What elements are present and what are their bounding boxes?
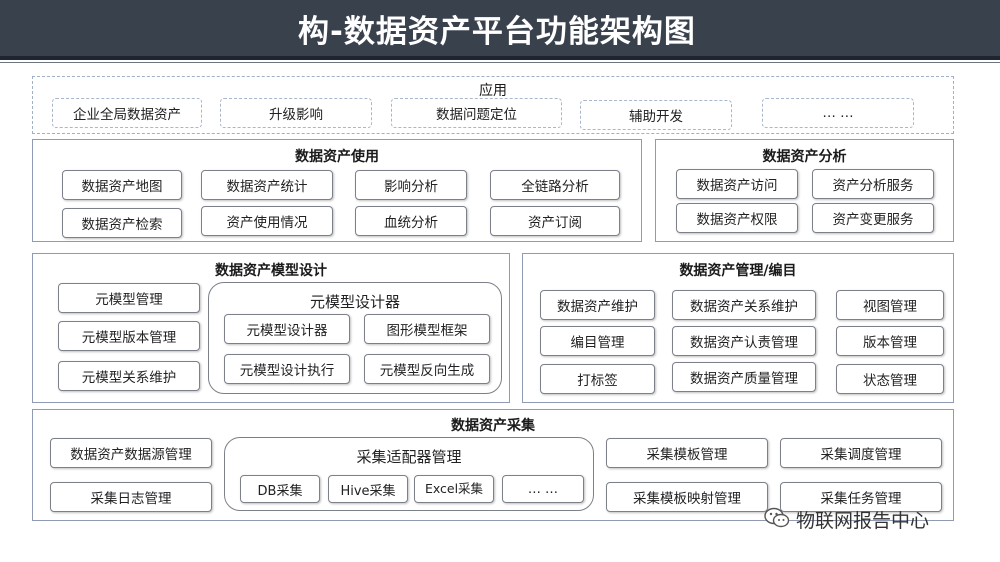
- asset-analysis-item: 资产变更服务: [812, 203, 934, 233]
- asset-usage-title: 数据资产使用: [295, 149, 379, 165]
- adapter-item: Hive采集: [328, 475, 408, 503]
- collection-adapter-title: 采集适配器管理: [356, 448, 462, 466]
- management-item: 数据资产维护: [540, 290, 655, 320]
- model-designer-item: 元模型设计器: [224, 314, 350, 344]
- management-item: 打标签: [540, 364, 655, 394]
- application-item: 数据问题定位: [391, 98, 562, 128]
- application-item: … …: [762, 98, 914, 128]
- asset-usage-item: 影响分析: [355, 170, 467, 200]
- collection-item: 采集模板管理: [606, 438, 768, 468]
- collection-item: 采集调度管理: [780, 438, 942, 468]
- collection-item: 采集模板映射管理: [606, 482, 768, 512]
- asset-usage-item: 数据资产地图: [62, 170, 182, 200]
- adapter-item: DB采集: [240, 475, 320, 503]
- model-designer-item: 元模型设计执行: [224, 354, 350, 384]
- model-design-item: 元模型关系维护: [58, 361, 200, 391]
- asset-usage-item: 资产订阅: [490, 206, 620, 236]
- application-item: 升级影响: [220, 98, 372, 128]
- asset-analysis-item: 数据资产访问: [676, 169, 798, 199]
- model-design-title: 数据资产模型设计: [215, 263, 327, 279]
- asset-management-title: 数据资产管理/编目: [679, 263, 797, 279]
- wechat-icon: [764, 507, 790, 533]
- model-design-item: 元模型版本管理: [58, 321, 200, 351]
- title-banner: [0, 0, 1000, 56]
- asset-usage-item: 资产使用情况: [201, 206, 333, 236]
- management-item: 数据资产认责管理: [672, 326, 816, 356]
- page-title: 构-数据资产平台功能架构图: [298, 14, 696, 50]
- model-design-item: 元模型管理: [58, 283, 200, 313]
- asset-usage-item: 数据资产检索: [62, 208, 182, 238]
- management-item: 编目管理: [540, 326, 655, 356]
- application-item: 辅助开发: [580, 100, 732, 130]
- asset-usage-item: 数据资产统计: [201, 170, 333, 200]
- model-designer-title: 元模型设计器: [309, 293, 400, 311]
- management-item: 版本管理: [836, 326, 944, 356]
- management-item: 视图管理: [836, 290, 944, 320]
- adapter-item: Excel采集: [414, 475, 494, 503]
- watermark: 物联网报告中心: [764, 506, 929, 533]
- asset-usage-item: 血统分析: [355, 206, 467, 236]
- asset-collection-title: 数据资产采集: [451, 418, 535, 434]
- collection-item: 数据资产数据源管理: [50, 438, 212, 468]
- adapter-item: … …: [502, 475, 584, 503]
- management-item: 数据资产关系维护: [672, 290, 816, 320]
- watermark-text: 物联网报告中心: [796, 510, 930, 532]
- management-item: 数据资产质量管理: [672, 362, 816, 392]
- asset-usage-item: 全链路分析: [490, 170, 620, 200]
- management-item: 状态管理: [836, 364, 944, 394]
- model-designer-item: 图形模型框架: [364, 314, 490, 344]
- collection-item: 采集日志管理: [50, 482, 212, 512]
- banner-divider: [0, 56, 1000, 60]
- collection-item: 采集任务管理: [780, 482, 942, 512]
- application-item: 企业全局数据资产: [52, 98, 202, 128]
- asset-analysis-item: 数据资产权限: [676, 203, 798, 233]
- asset-analysis-title: 数据资产分析: [762, 149, 847, 165]
- application-title: 应用: [479, 83, 507, 99]
- model-designer-item: 元模型反向生成: [364, 354, 490, 384]
- banner-divider-thin: [0, 62, 1000, 63]
- asset-analysis-item: 资产分析服务: [812, 169, 934, 199]
